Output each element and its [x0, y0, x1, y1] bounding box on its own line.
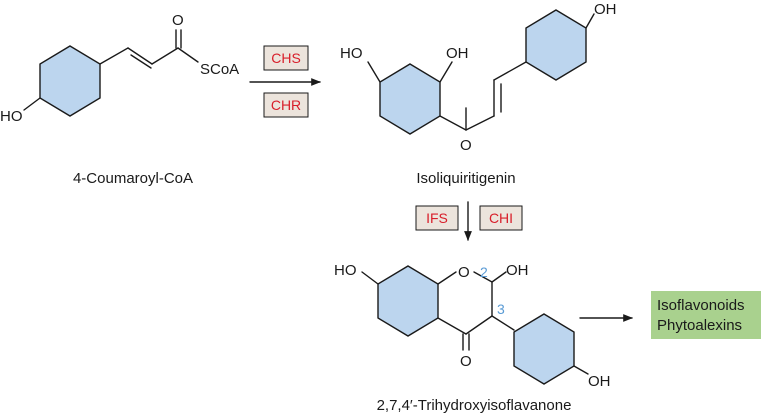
enzyme-ifs-label: IFS — [426, 210, 448, 226]
enzyme-chs-label: CHS — [271, 50, 301, 66]
scoa-label: SCoA — [200, 61, 239, 78]
product-phytoalexins: Phytoalexins — [657, 317, 742, 334]
isoflavanone-name: 2,7,4′-Trihydroxyisoflavanone — [377, 397, 572, 414]
enzyme-chi-label: CHI — [489, 210, 513, 226]
hydroxyl-mid-label: OH — [446, 45, 469, 62]
carbonyl-oxygen-label: O — [460, 137, 472, 154]
phenol-ring — [39, 45, 101, 117]
benzo-ring-a — [377, 265, 439, 337]
coumaroyl-coa-structure: O SCoA HO — [0, 12, 239, 125]
hydroxyl-label: HO — [0, 108, 23, 125]
position-2-label: 2 — [480, 264, 488, 280]
enzyme-box-chi: CHI — [479, 205, 523, 231]
enzyme-box-chr: CHR — [263, 92, 309, 118]
phenol-b-ring — [525, 9, 587, 81]
enzyme-chr-label: CHR — [271, 97, 301, 113]
position-3-label: 3 — [497, 301, 505, 317]
coumaroyl-coa-name: 4-Coumaroyl-CoA — [73, 170, 193, 187]
resorcinol-ring — [379, 63, 441, 135]
carbonyl-oxygen-label: O — [172, 12, 184, 29]
hydroxyl-left-label: HO — [340, 45, 363, 62]
hydroxyl-c2-label: OH — [506, 262, 529, 279]
ring-oxygen-label: O — [458, 264, 470, 281]
isoliquiritigenin-name: Isoliquiritigenin — [416, 170, 515, 187]
hydroxyl-top-label: OH — [594, 1, 617, 18]
product-isoflavonoids: Isoflavonoids — [657, 297, 745, 314]
enzyme-box-chs: CHS — [263, 45, 309, 71]
carbonyl-oxygen-label: O — [460, 353, 472, 370]
isoflavanone-structure: HO O 2 OH 3 O OH — [334, 262, 611, 390]
products-box: Isoflavonoids Phytoalexins — [651, 291, 761, 339]
enzyme-box-ifs: IFS — [415, 205, 459, 231]
hydroxyl-bottom-label: OH — [588, 373, 611, 390]
phenol-b-ring — [513, 313, 575, 385]
isoliquiritigenin-structure: HO OH OH O — [340, 1, 617, 154]
hydroxyl-left-label: HO — [334, 262, 357, 279]
